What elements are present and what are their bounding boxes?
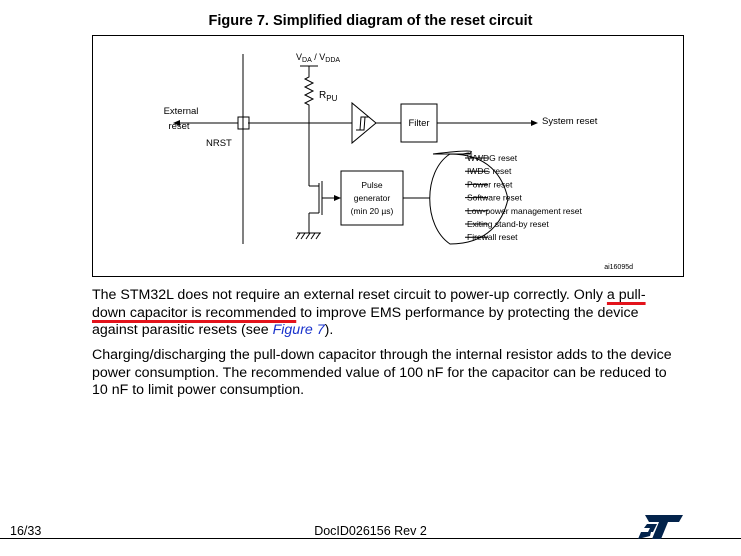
- document-id: DocID026156 Rev 2: [314, 524, 427, 538]
- reset-source-label: Firewall reset: [467, 232, 518, 242]
- pulse-label-3: (min 20 µs): [351, 206, 394, 216]
- figure-frame: VDA / VDDA RPU External reset NRST Filte…: [92, 35, 684, 277]
- pulse-label-1: Pulse: [361, 180, 383, 190]
- footer-rule: [0, 538, 741, 539]
- paragraph-1: The STM32L does not require an external …: [92, 287, 646, 339]
- supply-label: VDA / VDDA: [296, 52, 340, 64]
- pulse-label-2: generator: [354, 193, 391, 203]
- reset-circuit-diagram: VDA / VDDA RPU External reset NRST Filte…: [164, 52, 634, 271]
- paragraph-2: Charging/discharging the pull-down capac…: [92, 347, 672, 399]
- reset-source-label: Low-power management reset: [467, 206, 582, 216]
- highlight-underlined-text: a pull-down capacitor is recommended: [92, 287, 646, 321]
- figure-title: Figure 7. Simplified diagram of the rese…: [208, 13, 533, 29]
- figure-7-link[interactable]: Figure 7: [272, 322, 325, 339]
- system-reset-label: System reset: [542, 116, 598, 127]
- pull-up-resistor: [303, 73, 315, 110]
- reset-source-label: IWDG reset: [467, 166, 512, 176]
- external-reset-label-2: reset: [168, 121, 189, 132]
- reset-source-label: Exiting stand-by reset: [467, 219, 549, 229]
- figure-id: ai16095d: [604, 264, 633, 271]
- filter-label: Filter: [408, 118, 429, 129]
- resistor-label: RPU: [319, 90, 338, 103]
- schmitt-trigger-buffer: [351, 101, 377, 145]
- page-number: 16/33: [10, 524, 42, 538]
- reset-source-label: Software reset: [467, 193, 522, 203]
- reset-source-label: WWDG reset: [467, 153, 518, 163]
- external-reset-label: External: [164, 106, 199, 117]
- st-logo: [638, 515, 683, 539]
- reset-source-label: Power reset: [467, 179, 513, 189]
- nrst-label: NRST: [206, 138, 232, 149]
